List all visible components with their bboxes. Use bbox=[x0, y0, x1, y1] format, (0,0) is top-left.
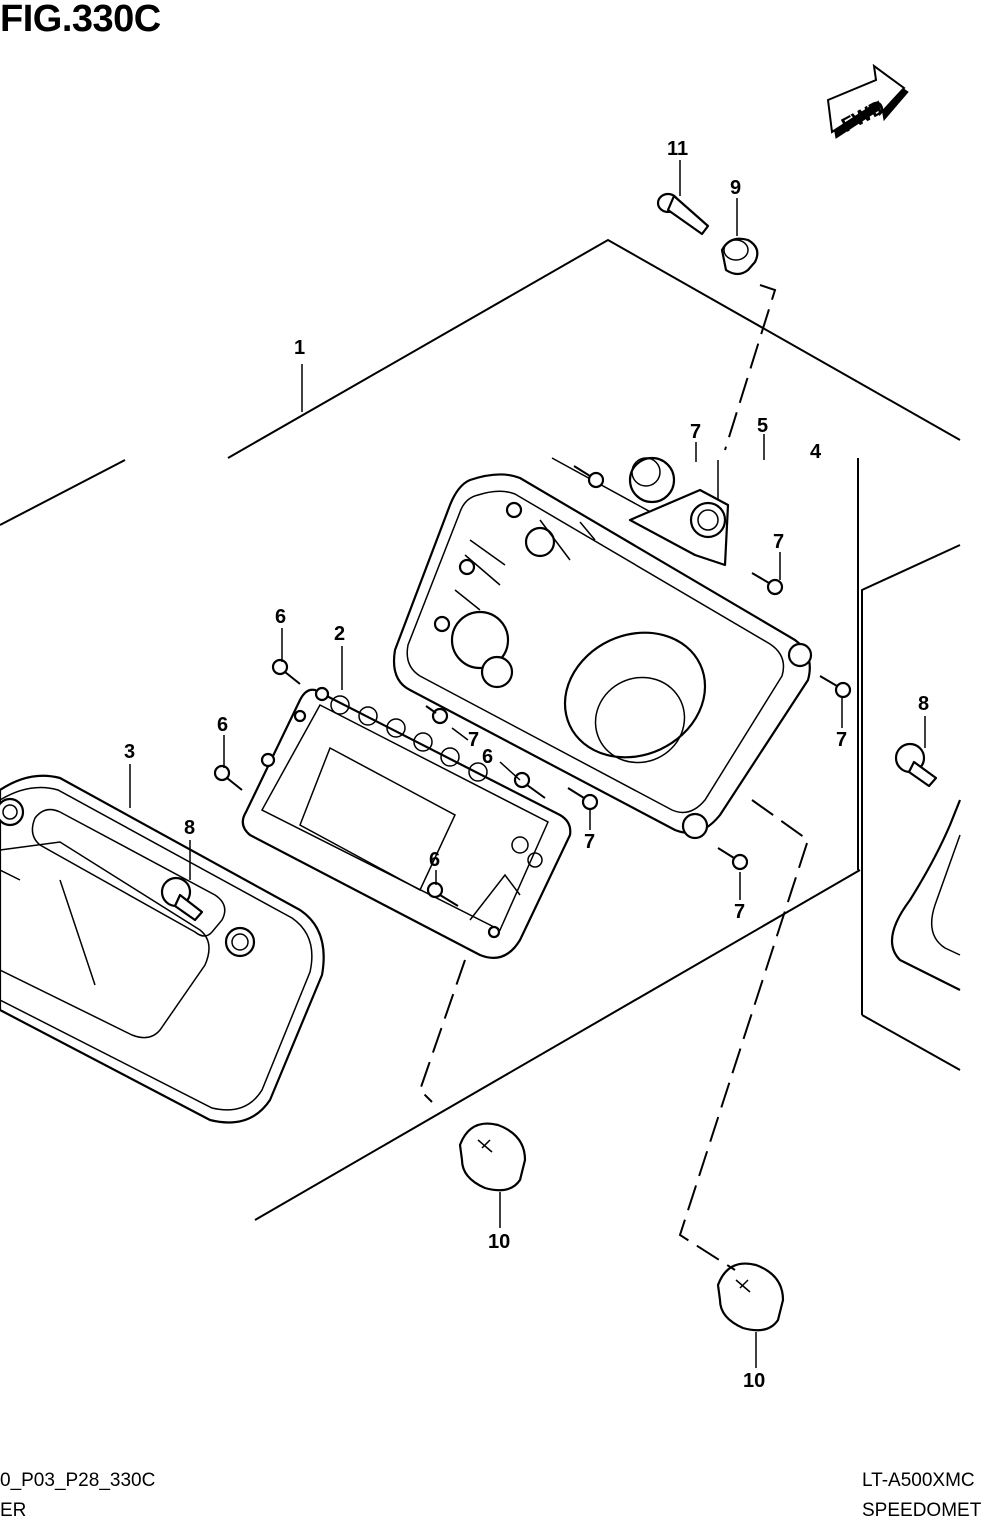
cushion-part bbox=[720, 237, 759, 276]
callout-7: 7 bbox=[690, 421, 701, 443]
screw-icon bbox=[513, 771, 546, 799]
callout-3: 3 bbox=[124, 741, 135, 763]
callout-6: 6 bbox=[429, 849, 440, 871]
meter-board-part bbox=[241, 686, 572, 959]
callout-9: 9 bbox=[730, 177, 741, 199]
assembly-outline bbox=[0, 238, 961, 1221]
footer-model: LT-A500XMC bbox=[862, 1470, 975, 1491]
meter-case-part bbox=[392, 457, 813, 840]
grommet-part bbox=[628, 456, 676, 504]
footer-section-name: SPEEDOMET bbox=[862, 1500, 981, 1521]
screw-icon bbox=[573, 465, 605, 489]
callout-11: 11 bbox=[667, 138, 688, 160]
screw-icon bbox=[213, 764, 243, 791]
callout-5: 5 bbox=[757, 415, 768, 437]
screw-icon bbox=[819, 675, 852, 699]
callout-6: 6 bbox=[217, 714, 228, 736]
screw-icon bbox=[751, 572, 784, 596]
exploded-parts-diagram: FWD bbox=[0, 63, 962, 1392]
footer-left-caption: ER bbox=[0, 1500, 27, 1521]
callout-1: 1 bbox=[294, 337, 305, 359]
callout-10: 10 bbox=[488, 1231, 510, 1253]
screw-icon bbox=[567, 787, 599, 811]
screws bbox=[213, 465, 852, 907]
screw-icon bbox=[426, 881, 459, 907]
callout-7: 7 bbox=[773, 531, 784, 553]
right-partial-part bbox=[890, 799, 962, 991]
rubber-cap-parts bbox=[458, 1122, 785, 1332]
screw-icon bbox=[425, 705, 449, 725]
bolt-part bbox=[656, 192, 710, 236]
callout-4: 4 bbox=[810, 441, 822, 463]
callout-7: 7 bbox=[584, 831, 595, 853]
callout-7: 7 bbox=[468, 729, 479, 751]
fwd-arrow-icon: FWD bbox=[826, 63, 909, 139]
collar-parts bbox=[160, 742, 938, 922]
callout-7: 7 bbox=[734, 901, 745, 923]
callout-2: 2 bbox=[334, 623, 345, 645]
screw-icon bbox=[717, 847, 749, 871]
callout-6: 6 bbox=[482, 746, 493, 768]
leader-lines bbox=[129, 160, 926, 1368]
meter-cover-part bbox=[0, 774, 325, 1124]
callout-7: 7 bbox=[836, 729, 847, 751]
figure-title: FIG.330C bbox=[0, 0, 161, 40]
callout-labels: 1 2 3 4 5 6 6 6 6 7 7 7 7 7 7 8 8 9 10 1… bbox=[124, 138, 929, 1392]
footer-code: 0_P03_P28_330C bbox=[0, 1470, 156, 1491]
callout-8: 8 bbox=[184, 817, 195, 839]
secondary-outline bbox=[861, 544, 961, 1071]
callout-8: 8 bbox=[918, 693, 929, 715]
callout-10: 10 bbox=[743, 1370, 765, 1392]
screw-icon bbox=[271, 658, 301, 685]
callout-6: 6 bbox=[275, 606, 286, 628]
